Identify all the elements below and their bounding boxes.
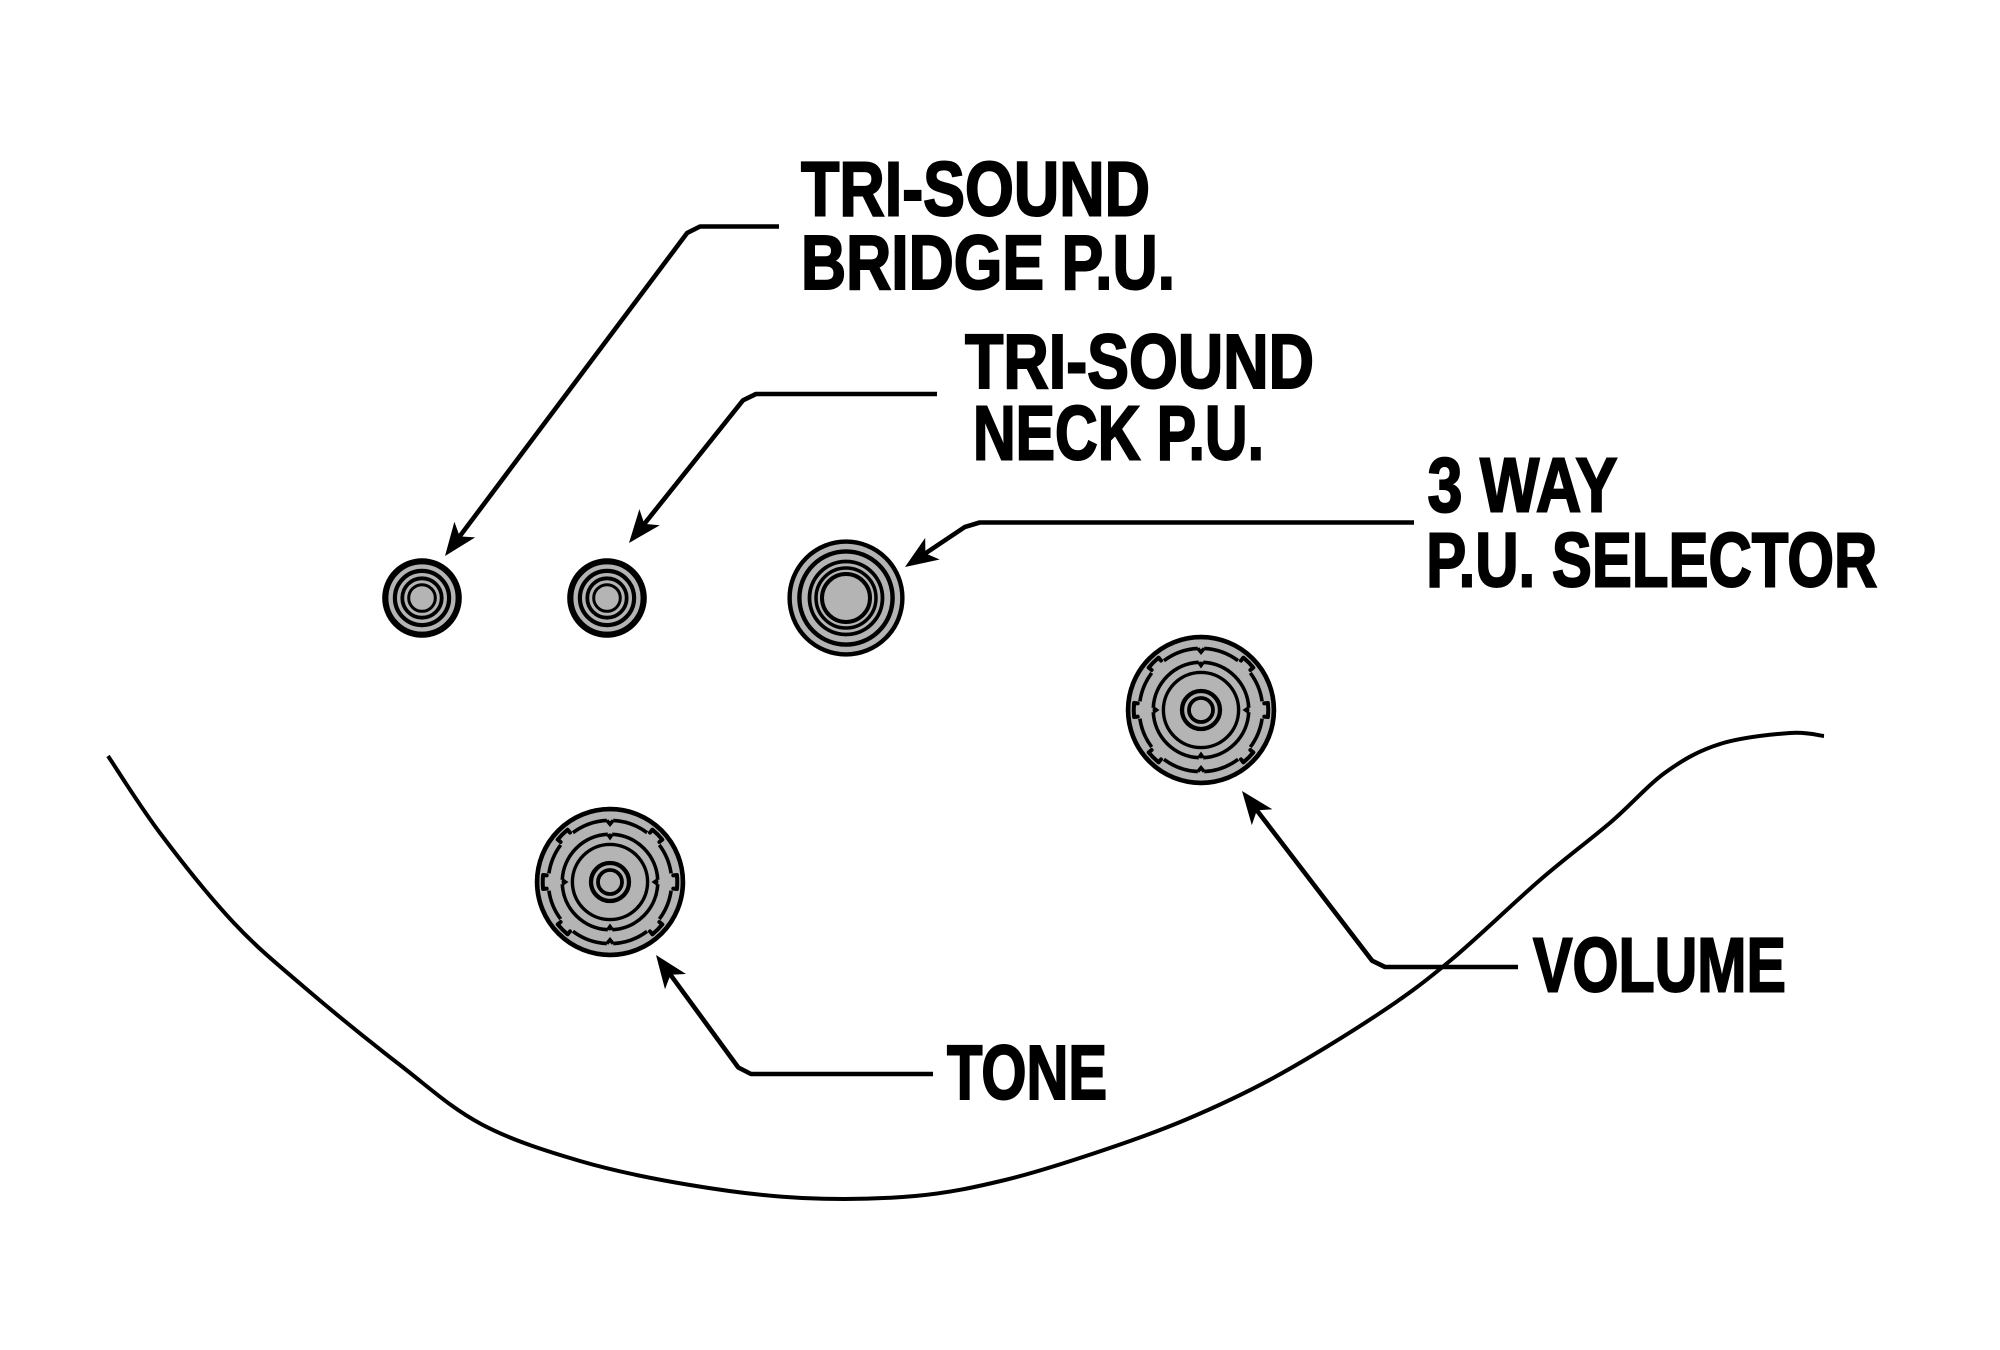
svg-text:BRIDGE P.U.: BRIDGE P.U. [801, 220, 1175, 306]
svg-text:TRI-SOUND: TRI-SOUND [801, 147, 1150, 233]
svg-text:TRI-SOUND: TRI-SOUND [965, 319, 1314, 405]
svg-text:P.U. SELECTOR: P.U. SELECTOR [1426, 517, 1877, 603]
svg-text:TONE: TONE [947, 1030, 1107, 1116]
svg-text:3 WAY: 3 WAY [1428, 442, 1618, 528]
svg-text:VOLUME: VOLUME [1533, 923, 1786, 1009]
svg-text:NECK P.U.: NECK P.U. [973, 391, 1264, 477]
